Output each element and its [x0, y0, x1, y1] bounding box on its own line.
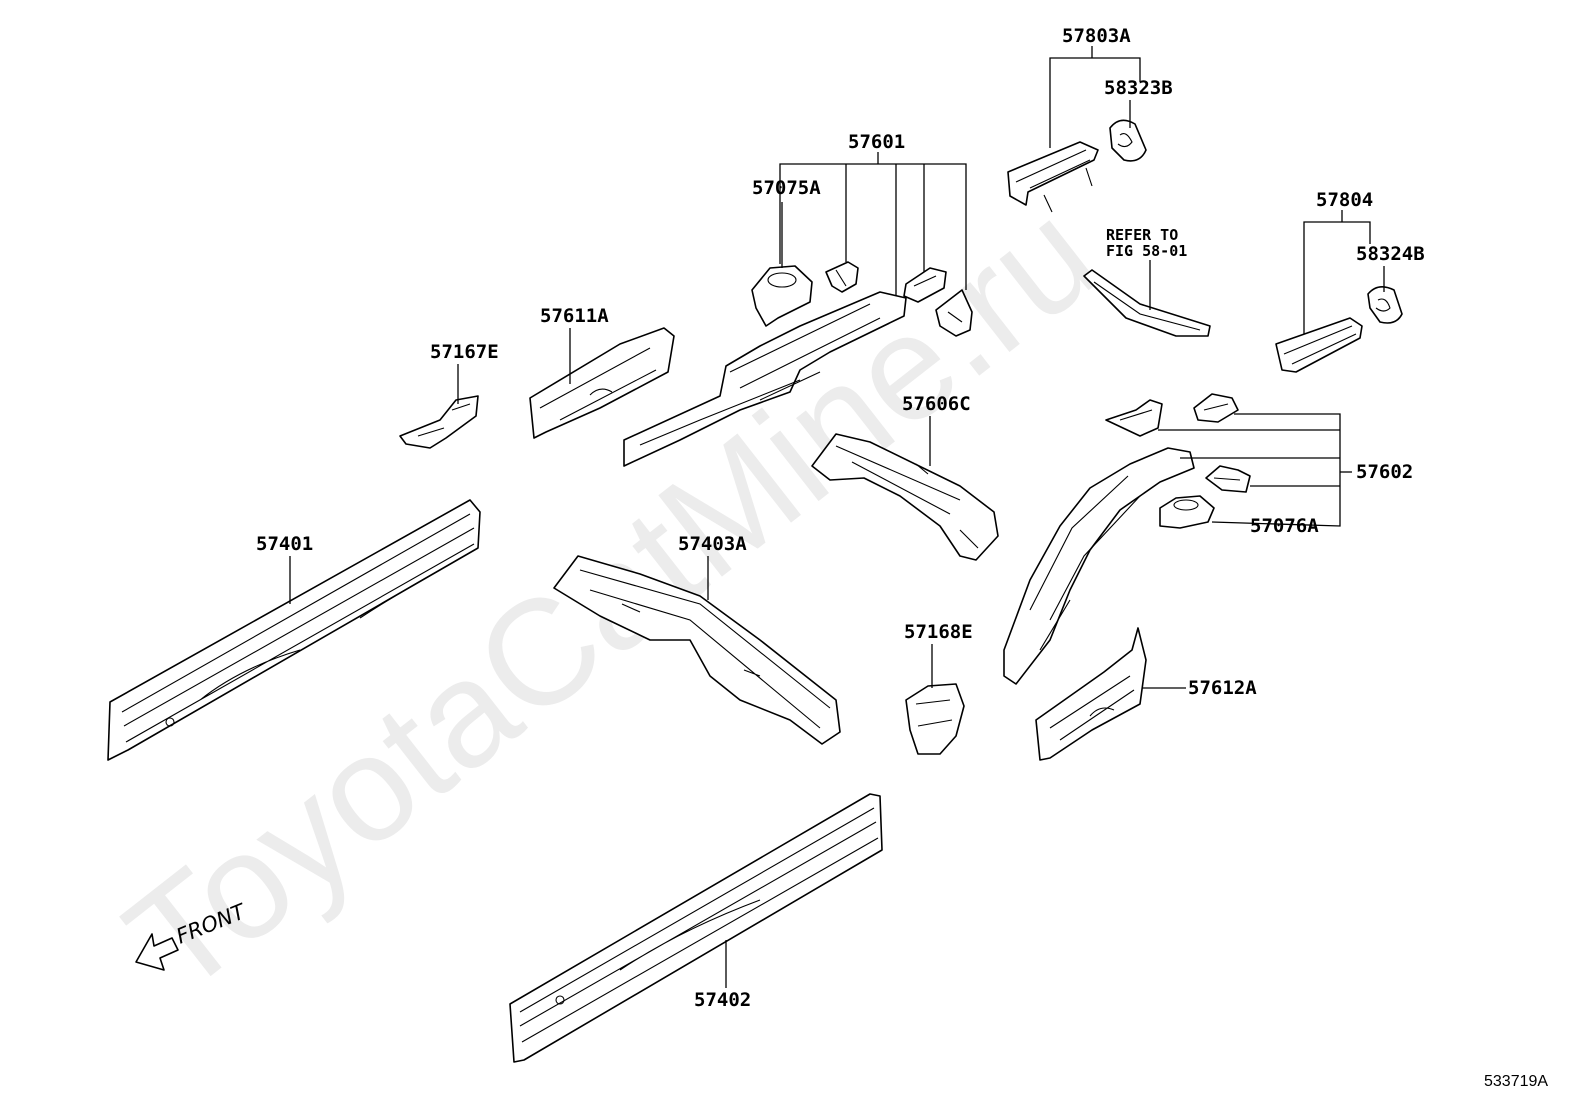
- part-57611A-shape[interactable]: [529, 327, 675, 439]
- label-57167E[interactable]: 57167E: [430, 341, 499, 363]
- part-57602-shape[interactable]: [1003, 447, 1195, 685]
- label-57606C[interactable]: 57606C: [902, 393, 971, 415]
- part-57602-bracket-a[interactable]: [1105, 399, 1163, 437]
- part-57168E-shape[interactable]: [905, 683, 965, 755]
- label-57168E[interactable]: 57168E: [904, 621, 973, 643]
- front-arrow-icon: [135, 933, 179, 971]
- label-57804[interactable]: 57804: [1316, 189, 1373, 211]
- label-57076A[interactable]: 57076A: [1250, 515, 1319, 537]
- part-57602-bracket-b[interactable]: [1193, 393, 1239, 423]
- label-58324B[interactable]: 58324B: [1356, 243, 1425, 265]
- label-57612A[interactable]: 57612A: [1188, 677, 1257, 699]
- part-58324B-shape[interactable]: [1367, 286, 1403, 324]
- label-57403A[interactable]: 57403A: [678, 533, 747, 555]
- part-57612A-shape[interactable]: [1035, 627, 1147, 761]
- leader-lines: [289, 46, 1385, 988]
- part-57401-shape[interactable]: [107, 499, 481, 761]
- part-57601-bracket-b[interactable]: [903, 267, 947, 303]
- part-57167E-shape[interactable]: [399, 395, 479, 449]
- part-57601-bracket-c[interactable]: [935, 289, 973, 337]
- label-57602[interactable]: 57602: [1356, 461, 1413, 483]
- part-57075A-shape[interactable]: [751, 265, 813, 327]
- label-57611A[interactable]: 57611A: [540, 305, 609, 327]
- label-57401[interactable]: 57401: [256, 533, 313, 555]
- part-58323B-shape[interactable]: [1109, 119, 1147, 162]
- part-57403A-shape[interactable]: [553, 555, 841, 745]
- part-57402-shape[interactable]: [509, 793, 883, 1063]
- part-57601-bracket-a[interactable]: [825, 261, 859, 293]
- part-57076A-shape[interactable]: [1159, 495, 1215, 529]
- label-58323B[interactable]: 58323B: [1104, 77, 1173, 99]
- part-57601-shape[interactable]: [623, 291, 907, 467]
- refer-note-line2: FIG 58-01: [1106, 242, 1187, 260]
- part-57804-shape[interactable]: [1275, 317, 1363, 373]
- diagram-code: 533719A: [1484, 1073, 1548, 1090]
- label-57075A[interactable]: 57075A: [752, 177, 821, 199]
- part-57602-bracket-c[interactable]: [1205, 465, 1251, 493]
- part-refer-58-01-shape[interactable]: [1083, 269, 1211, 337]
- part-57606C-shape[interactable]: [811, 433, 999, 561]
- label-57601[interactable]: 57601: [848, 131, 905, 153]
- part-57803A-shape[interactable]: [1007, 141, 1099, 213]
- label-57402[interactable]: 57402: [694, 989, 751, 1011]
- refer-note-line1: REFER TO: [1106, 226, 1178, 244]
- label-57803A[interactable]: 57803A: [1062, 25, 1131, 47]
